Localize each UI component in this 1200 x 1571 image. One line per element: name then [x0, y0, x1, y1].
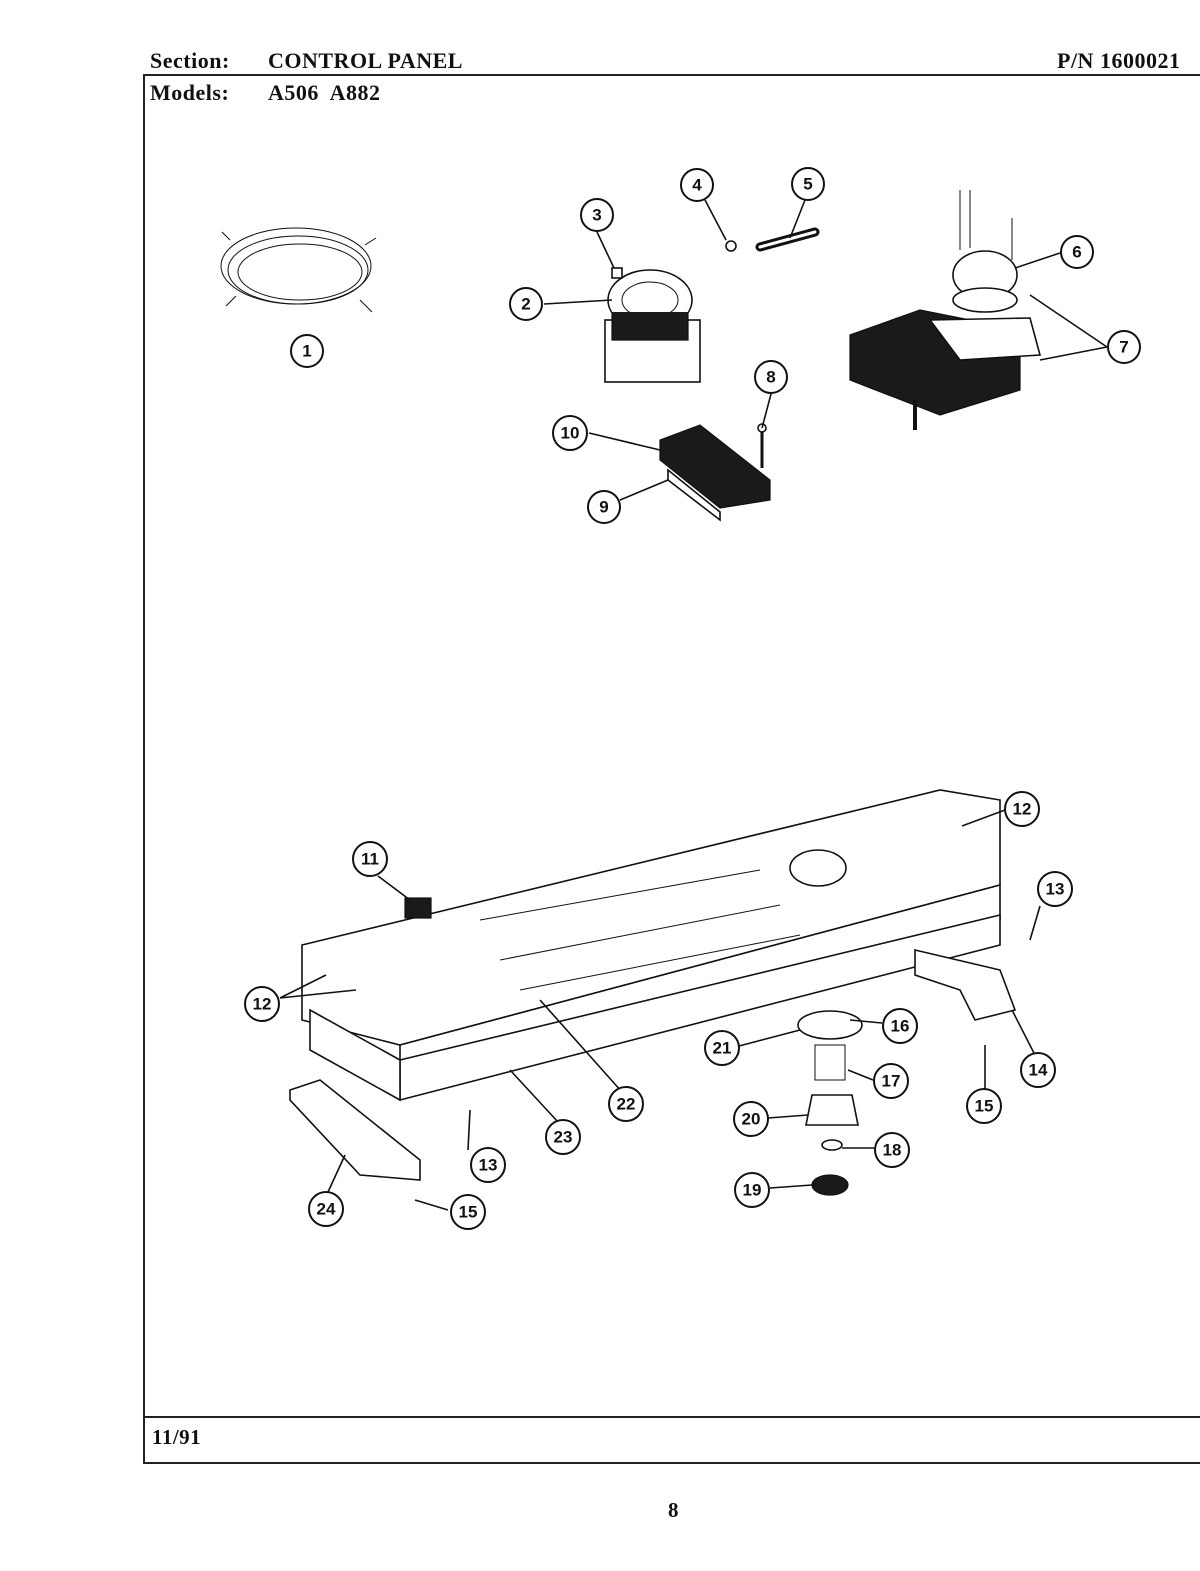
footer-rule	[143, 1416, 1200, 1418]
callout-2: 2	[509, 287, 543, 321]
callout-1: 1	[290, 334, 324, 368]
models-list: A506 A882	[268, 80, 381, 105]
svg-text:6: 6	[1072, 243, 1081, 262]
svg-text:5: 5	[803, 175, 812, 194]
callout-8: 8	[754, 360, 788, 394]
timer-assembly	[849, 190, 1042, 430]
knob-stack	[797, 1010, 863, 1196]
clip-ring	[725, 240, 737, 252]
callout-12-right: 12	[1004, 791, 1040, 827]
revision-date: 11/91	[152, 1425, 202, 1449]
callout-3: 3	[580, 198, 614, 232]
svg-text:16: 16	[891, 1017, 910, 1036]
svg-text:1: 1	[302, 342, 311, 361]
svg-text:8: 8	[766, 368, 775, 387]
callout-9: 9	[587, 490, 621, 524]
svg-text:12: 12	[253, 995, 272, 1014]
svg-text:9: 9	[599, 498, 608, 517]
svg-text:7: 7	[1119, 338, 1128, 357]
leader-lines	[279, 199, 1108, 1211]
callout-16: 16	[882, 1008, 918, 1044]
bracket-14	[914, 948, 1017, 1021]
callout-23: 23	[545, 1119, 581, 1155]
svg-text:10: 10	[561, 424, 580, 443]
callout-12-left: 12	[244, 986, 280, 1022]
svg-text:15: 15	[975, 1097, 994, 1116]
wire-harness	[220, 227, 377, 313]
svg-text:21: 21	[713, 1039, 732, 1058]
page-number: 8	[668, 1498, 679, 1522]
callout-14: 14	[1020, 1052, 1056, 1088]
callout-11: 11	[352, 841, 388, 877]
svg-text:3: 3	[592, 206, 601, 225]
callout-5: 5	[791, 167, 825, 201]
svg-text:15: 15	[459, 1203, 478, 1222]
callout-19: 19	[734, 1172, 770, 1208]
svg-text:14: 14	[1029, 1061, 1048, 1080]
connector-11	[404, 897, 432, 919]
callout-6: 6	[1060, 235, 1094, 269]
svg-text:13: 13	[479, 1156, 498, 1175]
callout-13-right: 13	[1037, 871, 1073, 907]
end-cap-24	[289, 1079, 421, 1181]
callout-7: 7	[1107, 330, 1141, 364]
callout-20: 20	[733, 1101, 769, 1137]
callout-15-right: 15	[966, 1088, 1002, 1124]
svg-text:17: 17	[882, 1072, 901, 1091]
svg-text:23: 23	[554, 1128, 573, 1147]
diagram-frame	[143, 74, 1200, 1464]
callout-10: 10	[552, 415, 588, 451]
svg-text:2: 2	[521, 295, 530, 314]
svg-text:13: 13	[1046, 880, 1065, 899]
callout-13-left: 13	[470, 1147, 506, 1183]
callout-17: 17	[873, 1063, 909, 1099]
svg-text:19: 19	[743, 1181, 762, 1200]
callout-18: 18	[874, 1132, 910, 1168]
shaft-rod	[755, 227, 820, 252]
callout-21: 21	[704, 1030, 740, 1066]
rotary-switch	[604, 267, 701, 383]
svg-text:4: 4	[692, 176, 702, 195]
callout-22: 22	[608, 1086, 644, 1122]
console-frame	[301, 789, 1001, 1102]
part-number: P/N 1600021	[1057, 48, 1181, 73]
models-label: Models:	[150, 80, 230, 105]
svg-text:12: 12	[1013, 800, 1032, 819]
svg-text:24: 24	[317, 1200, 336, 1219]
push-button-switch	[659, 424, 771, 522]
svg-text:11: 11	[361, 850, 379, 869]
callout-4: 4	[680, 168, 714, 202]
svg-text:18: 18	[883, 1141, 902, 1160]
callout-24: 24	[308, 1191, 344, 1227]
section-label: Section:	[150, 48, 230, 73]
svg-text:22: 22	[617, 1095, 636, 1114]
section-title: CONTROL PANEL	[268, 48, 463, 73]
callout-15-left: 15	[450, 1194, 486, 1230]
svg-text:20: 20	[742, 1110, 761, 1129]
screw-8	[757, 423, 767, 468]
